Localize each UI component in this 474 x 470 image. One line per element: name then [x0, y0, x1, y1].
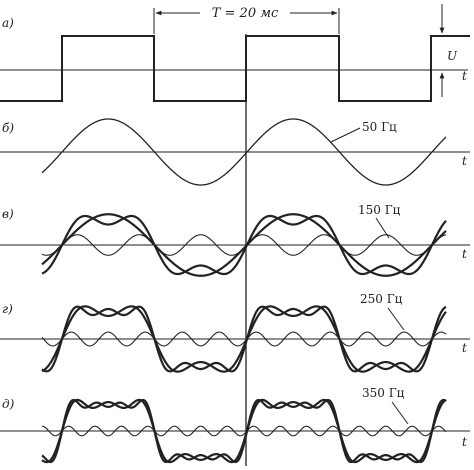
- panel-label-a: а): [2, 16, 14, 30]
- harmonic-label-150: 150 Гц: [358, 203, 401, 217]
- harmonic-pointer-250: [387, 307, 405, 331]
- period-label-bg: [200, 4, 290, 20]
- harmonic-curve-d: [41, 425, 447, 437]
- partial-sum-g: [41, 305, 447, 373]
- axis-a-t-label: t: [462, 69, 467, 83]
- amplitude-label: U: [447, 49, 458, 63]
- harmonic-pointer-350: [391, 401, 409, 425]
- partial-sum-v: [41, 214, 447, 276]
- panel-label-v: в): [2, 207, 14, 221]
- harmonic-label-50: 50 Гц: [362, 120, 397, 134]
- panel-label-g: г): [2, 302, 13, 316]
- panel-label-b: б): [2, 121, 14, 135]
- axis-d-t-label: t: [462, 435, 467, 449]
- partial-sum-previous-v: [41, 213, 447, 277]
- panel-g-curves: [41, 305, 447, 373]
- axis-b-t-label: t: [462, 154, 467, 168]
- panel-label-d: д): [2, 397, 15, 411]
- panel-b-curves: [41, 118, 447, 186]
- period-label: T = 20 мс: [212, 6, 279, 21]
- harmonic-label-250: 250 Гц: [360, 292, 403, 306]
- square-wave: [0, 35, 470, 102]
- fundamental-sine-b: [41, 118, 447, 186]
- harmonic-pointer-150: [375, 217, 390, 239]
- harmonic-label-350: 350 Гц: [362, 386, 405, 400]
- axis-g-t-label: t: [462, 341, 467, 355]
- harmonic-curve-g: [41, 331, 447, 347]
- panel-d-curves: [41, 398, 447, 464]
- partial-sum-d: [41, 398, 447, 464]
- harmonic-pointer-50: [330, 127, 361, 143]
- panel-v-curves: [41, 213, 447, 277]
- axis-v-t-label: t: [462, 247, 467, 261]
